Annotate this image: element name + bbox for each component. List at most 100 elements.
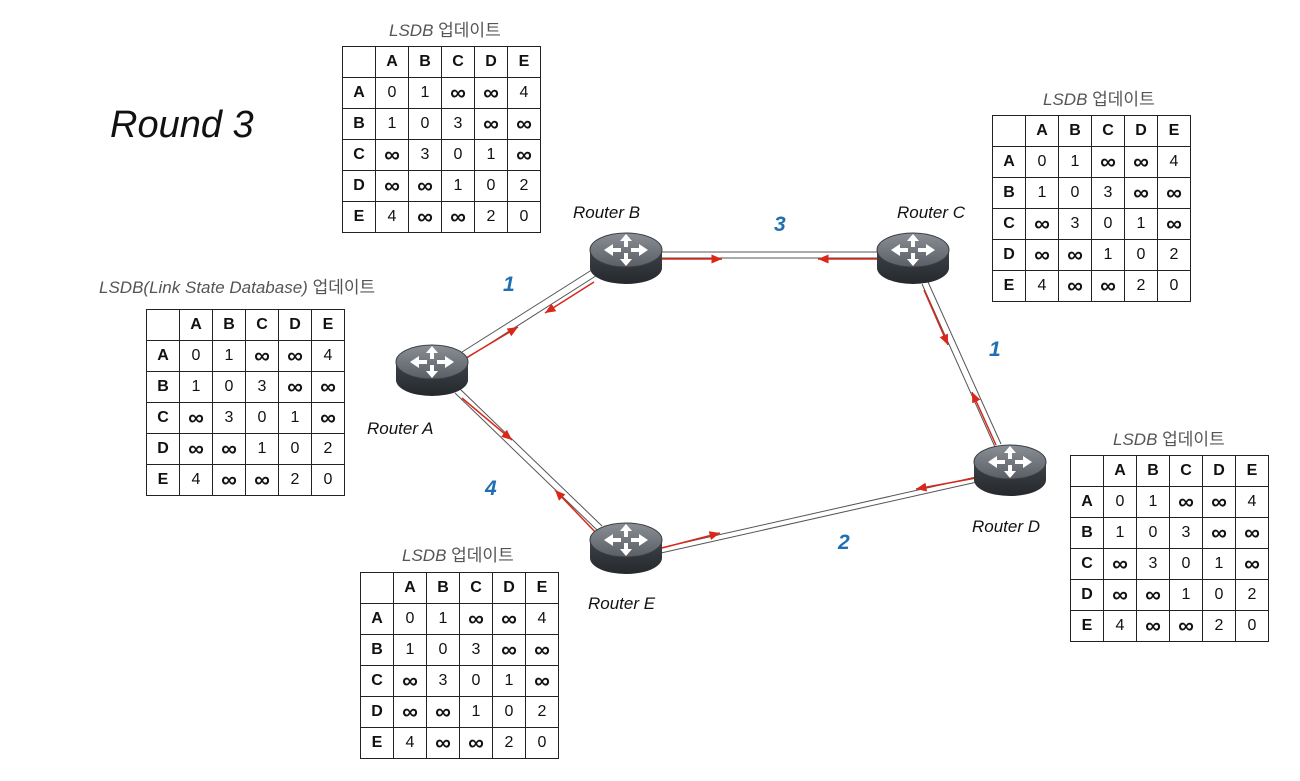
row-header: C xyxy=(146,402,180,434)
cost-cell: 3 xyxy=(408,139,442,171)
cost-cell: 0 xyxy=(245,402,279,434)
cost-cell: 0 xyxy=(1136,517,1170,549)
cost-cell: ∞ xyxy=(375,139,409,171)
cost-a-e: 4 xyxy=(485,477,497,500)
arrow-d-to-e xyxy=(915,477,977,492)
cost-cell: ∞ xyxy=(1058,270,1092,302)
column-header: C xyxy=(441,46,475,78)
cost-cell: 4 xyxy=(1157,146,1191,178)
cost-cell: 0 xyxy=(1169,548,1203,580)
row-header: A xyxy=(360,603,394,635)
cost-c-d: 1 xyxy=(989,338,1001,361)
cost-cell: 1 xyxy=(1169,579,1203,611)
router-d-icon[interactable] xyxy=(973,444,1047,497)
cost-cell: ∞ xyxy=(474,77,508,109)
cost-b-c: 3 xyxy=(774,213,786,236)
router-d-label: Router D xyxy=(972,517,1041,536)
cost-cell: 1 xyxy=(1058,146,1092,178)
cost-cell: ∞ xyxy=(278,340,312,372)
cost-cell: 3 xyxy=(426,665,460,697)
cost-cell: 1 xyxy=(474,139,508,171)
router-e-label: Router E xyxy=(588,594,656,613)
column-header: D xyxy=(1202,455,1236,487)
cost-cell: 0 xyxy=(179,340,213,372)
cost-cell: 4 xyxy=(525,603,559,635)
cost-cell: ∞ xyxy=(1202,486,1236,518)
arrow-e-to-a xyxy=(554,489,599,536)
cost-cell: 1 xyxy=(441,170,475,202)
cost-cell: 0 xyxy=(1025,146,1059,178)
arrow-c-to-d xyxy=(923,289,949,346)
cost-cell: ∞ xyxy=(525,634,559,666)
cost-cell: 3 xyxy=(1058,208,1092,240)
cost-cell: 3 xyxy=(245,371,279,403)
router-c-icon[interactable] xyxy=(876,232,950,285)
cost-cell: ∞ xyxy=(1157,208,1191,240)
caption-router-b: LSDB 업데이트 xyxy=(389,21,501,40)
cost-cell: 2 xyxy=(1157,239,1191,271)
router-b-icon[interactable] xyxy=(589,232,663,285)
cost-cell: 0 xyxy=(311,464,345,496)
cost-cell: 1 xyxy=(492,665,526,697)
column-header: D xyxy=(1124,115,1158,147)
cost-cell: 0 xyxy=(1091,208,1125,240)
row-header: D xyxy=(1070,579,1104,611)
cost-cell: 1 xyxy=(1124,208,1158,240)
cost-cell: 4 xyxy=(311,340,345,372)
arrow-a-to-b xyxy=(465,326,519,359)
cost-cell: 0 xyxy=(441,139,475,171)
cost-cell: 0 xyxy=(459,665,493,697)
cost-cell: 3 xyxy=(441,108,475,140)
cost-cell: 0 xyxy=(426,634,460,666)
cost-cell: 0 xyxy=(278,433,312,465)
row-header: B xyxy=(146,371,180,403)
cost-cell: ∞ xyxy=(1124,177,1158,209)
column-header: C xyxy=(1091,115,1125,147)
link-c-d xyxy=(921,281,1002,448)
column-header: C xyxy=(245,309,279,341)
cost-cell: ∞ xyxy=(507,139,541,171)
column-header: E xyxy=(525,572,559,604)
cost-cell: ∞ xyxy=(245,464,279,496)
arrow-d-to-c xyxy=(971,391,997,446)
column-header: E xyxy=(1235,455,1269,487)
column-header: C xyxy=(459,572,493,604)
cost-cell: 4 xyxy=(375,201,409,233)
row-header: C xyxy=(342,139,376,171)
cost-cell: 1 xyxy=(408,77,442,109)
cost-cell: 3 xyxy=(1169,517,1203,549)
row-header: D xyxy=(146,433,180,465)
arrow-b-to-a xyxy=(544,281,595,314)
cost-cell: 4 xyxy=(507,77,541,109)
cost-cell: 0 xyxy=(492,696,526,728)
cost-cell: 1 xyxy=(459,696,493,728)
router-b-label: Router B xyxy=(573,203,641,222)
router-e-icon[interactable] xyxy=(589,522,663,575)
row-header: E xyxy=(360,727,394,759)
row-header: D xyxy=(360,696,394,728)
cost-cell: 1 xyxy=(179,371,213,403)
corner-cell xyxy=(992,115,1026,147)
cost-cell: 2 xyxy=(525,696,559,728)
cost-cell: 0 xyxy=(1124,239,1158,271)
cost-cell: 4 xyxy=(1235,486,1269,518)
router-c-label: Router C xyxy=(897,203,966,222)
router-a-icon[interactable] xyxy=(395,344,469,397)
corner-cell xyxy=(1070,455,1104,487)
cost-cell: ∞ xyxy=(507,108,541,140)
cost-cell: ∞ xyxy=(393,696,427,728)
cost-cell: ∞ xyxy=(459,727,493,759)
cost-cell: ∞ xyxy=(474,108,508,140)
corner-cell xyxy=(342,46,376,78)
cost-cell: ∞ xyxy=(492,634,526,666)
